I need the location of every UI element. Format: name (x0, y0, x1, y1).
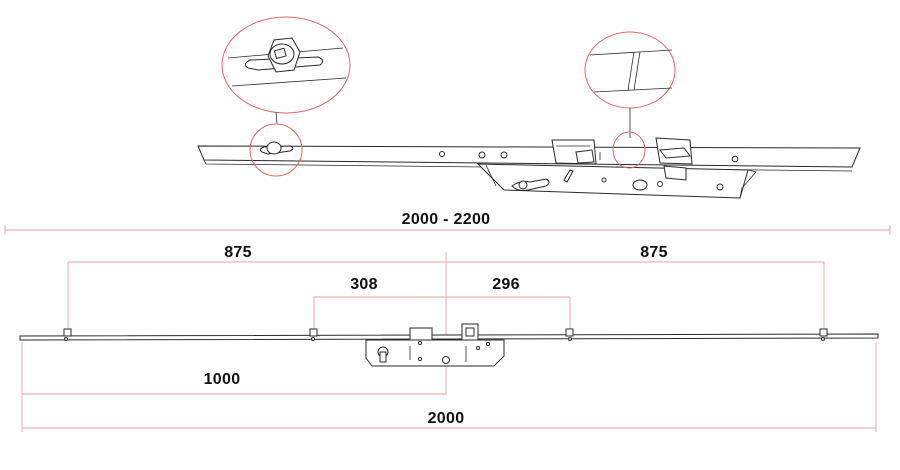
dim-label-left-outer: 875 (224, 244, 252, 261)
lock-perspective-view (197, 123, 861, 199)
dim-label-left-inner: 308 (350, 276, 378, 293)
dim-label-right-inner: 296 (492, 276, 520, 293)
dim-backset-height: 1000 (21, 342, 446, 432)
lock-front-view (19, 323, 879, 367)
dim-overall-length: 2000 (22, 342, 877, 432)
dim-label-right-outer: 875 (640, 244, 668, 261)
detail-circle-bar-joint (584, 31, 676, 138)
dim-label-overall-range: 2000 - 2200 (402, 211, 491, 228)
dim-label-overall-length: 2000 (428, 410, 465, 427)
dim-inner-spacings: 308 296 (313, 276, 571, 332)
dim-label-backset-height: 1000 (204, 371, 241, 388)
detail-circle-roller (221, 16, 351, 125)
dim-outer-spacings: 875 875 (67, 244, 825, 395)
dim-overall-range: 2000 - 2200 (4, 211, 891, 235)
